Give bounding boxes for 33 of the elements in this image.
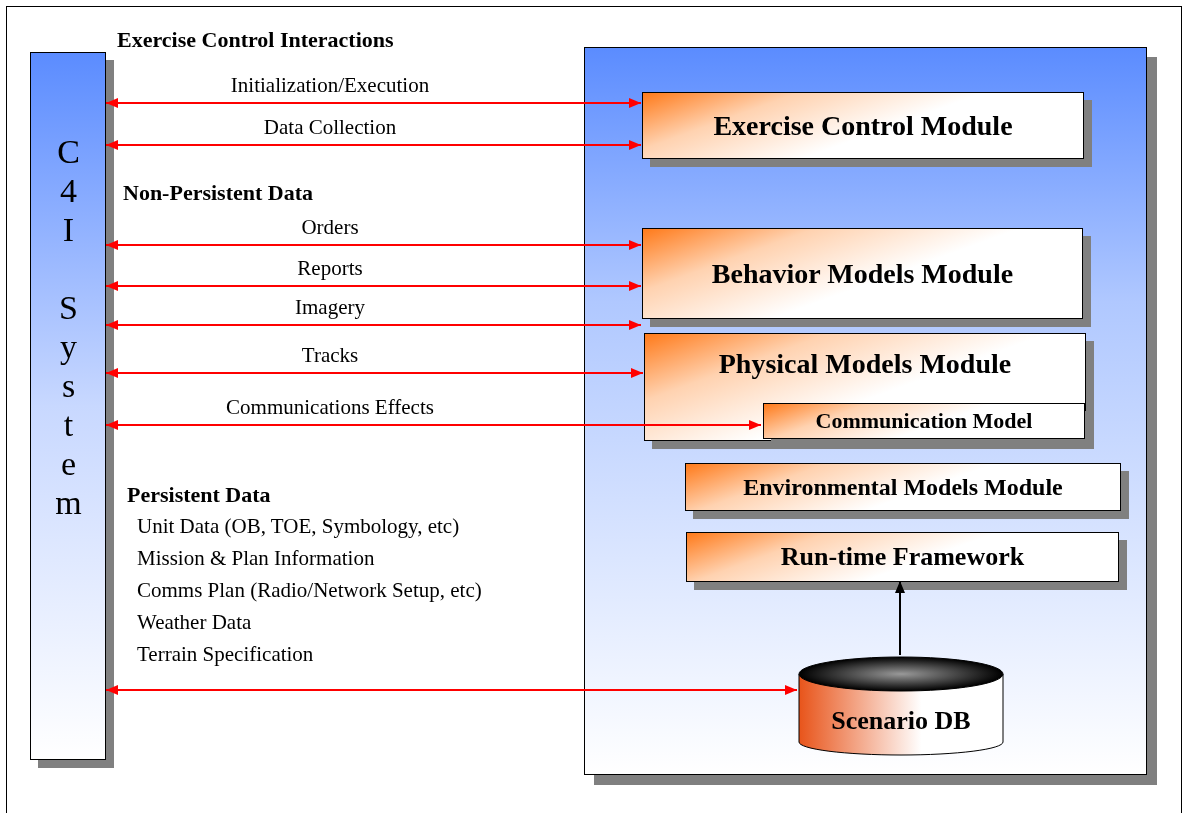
arrow [105,420,762,430]
arrow [105,240,642,250]
list-item: Unit Data (OB, TOE, Symbology, etc) [137,514,460,539]
box-label: Exercise Control Module [713,109,1013,142]
box-label: Run-time Framework [780,542,1025,572]
edge-label: Orders [301,215,359,240]
arrow [105,281,642,291]
box-label: Communication Model [815,408,1033,434]
section-heading: Persistent Data [127,482,271,508]
box-label: Scenario DB [831,706,971,736]
arrow [105,368,644,378]
arrow [105,320,642,330]
database-cylinder [798,656,1004,756]
list-item: Terrain Specification [137,642,314,667]
arrow [105,140,642,150]
arrow [895,580,905,656]
vertical-label: C4I System [51,133,85,523]
box-label: Physical Models Module [718,348,1012,380]
edge-label: Tracks [301,343,359,368]
box-label: Behavior Models Module [711,257,1014,290]
edge-label: Data Collection [263,115,397,140]
box-label: Environmental Models Module [743,473,1063,501]
arrow [105,98,642,108]
list-item: Mission & Plan Information [137,546,375,571]
edge-label: Communications Effects [226,395,434,420]
edge-label: Reports [297,256,363,281]
edge-label: Imagery [295,295,365,320]
edge-label: Initialization/Execution [230,73,430,98]
list-item: Weather Data [137,610,252,635]
list-item: Comms Plan (Radio/Network Setup, etc) [137,578,482,603]
section-heading: Non-Persistent Data [123,180,314,206]
arrow [105,685,798,695]
section-heading: Exercise Control Interactions [117,27,394,53]
